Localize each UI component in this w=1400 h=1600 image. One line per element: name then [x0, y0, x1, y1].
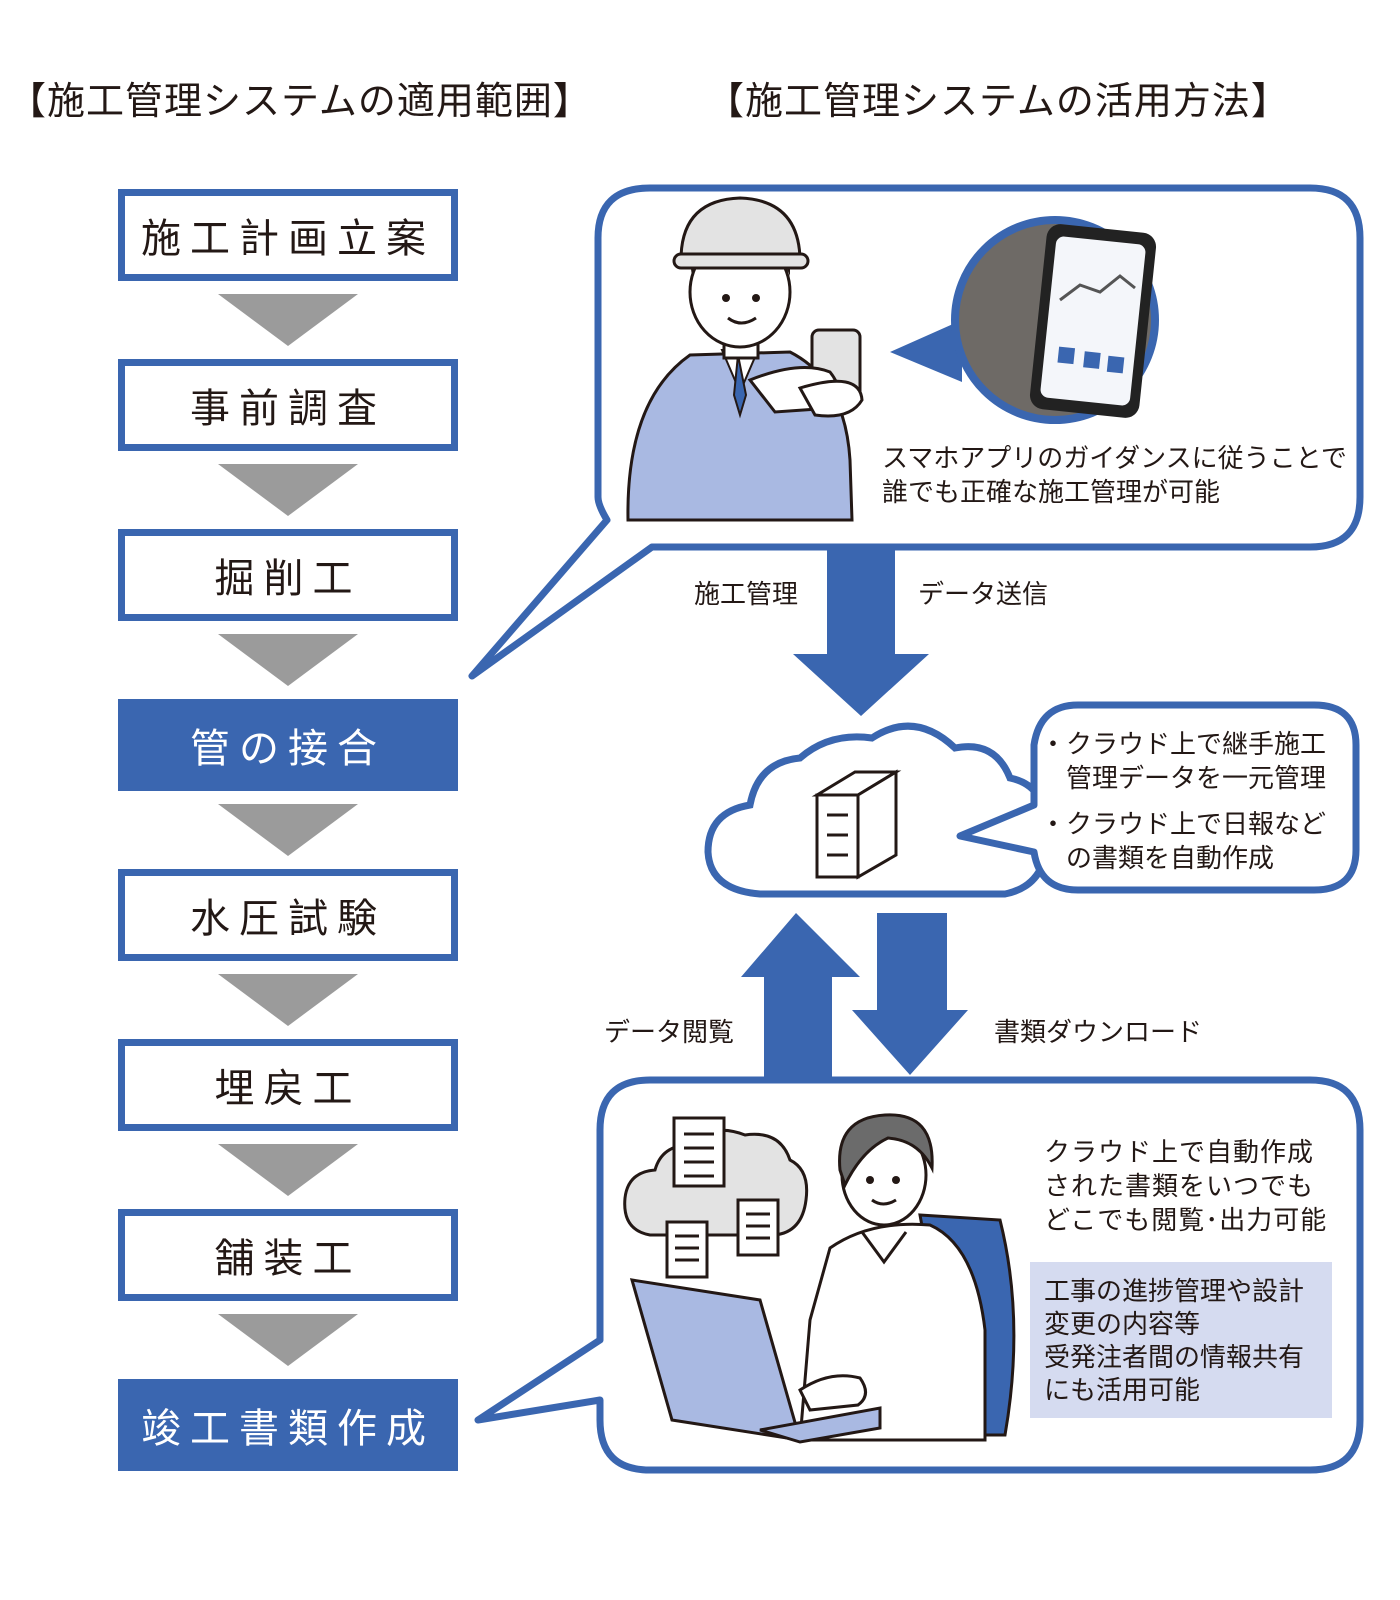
right-heading: 【施工管理システムの活用方法】: [706, 79, 1290, 123]
office-worker-icon: [629, 1113, 1016, 1444]
left-heading: 【施工管理システムの適用範囲】: [8, 79, 592, 123]
label-data-etsuran: データ閲覧: [604, 1018, 735, 1048]
document-icon: [736, 1198, 780, 1257]
view-up-arrow: [741, 913, 860, 1082]
send-down-arrow: [793, 547, 929, 716]
highlight-note: 工事の進捗管理や設計 変更の内容等 受発注者間の情報共有 にも活用可能: [1030, 1262, 1332, 1418]
phone-zoom-circle: [890, 216, 1159, 424]
documents-cloud-icon: [623, 1116, 809, 1279]
chevron-down-icon: [218, 1144, 358, 1196]
step-umemodoshi: 埋戻工: [118, 1039, 458, 1131]
server-icon: [811, 769, 902, 880]
step-hosou: 舗装工: [118, 1209, 458, 1301]
cloud-bullet-2: ・クラウド上で日報など の書類を自動作成: [1040, 810, 1327, 874]
step-kussaku: 掘削工: [118, 529, 458, 621]
label-shorui-download: 書類ダウンロード: [994, 1018, 1203, 1048]
chevron-down-icon: [218, 634, 358, 686]
step-sekou-keikaku: 施工計画立案: [118, 189, 458, 281]
step-jizen-chousa: 事前調査: [118, 359, 458, 451]
bottom-panel-caption: クラウド上で自動作成 された書類をいつでも どこでも閲覧･出力可能: [1044, 1138, 1328, 1236]
chevron-down-icon: [218, 464, 358, 516]
step-suiatsu-shiken: 水圧試験: [118, 869, 458, 961]
label-data-soushin: データ送信: [918, 580, 1049, 610]
chevron-down-icon: [218, 294, 358, 346]
chevron-down-icon: [218, 974, 358, 1026]
chevron-down-icon: [218, 1314, 358, 1366]
label-sekou-kanri: 施工管理: [694, 580, 799, 610]
document-icon: [672, 1116, 726, 1188]
cloud-bullet-1: ・クラウド上で継手施工 管理データを一元管理: [1040, 730, 1327, 794]
top-panel-caption: スマホアプリのガイダンスに従うことで 誰でも正確な施工管理が可能: [882, 444, 1347, 508]
step-shunkou-shorui: 竣工書類作成: [118, 1379, 458, 1471]
document-icon: [665, 1220, 709, 1279]
top-speech-bubble: [468, 184, 1364, 680]
cloud-side-bubble: [956, 701, 1360, 894]
worker-with-helmet-icon: [626, 196, 864, 522]
chevron-down-icon: [218, 804, 358, 856]
download-down-arrow: [852, 913, 968, 1075]
step-kan-no-setsugou: 管の接合: [118, 699, 458, 791]
